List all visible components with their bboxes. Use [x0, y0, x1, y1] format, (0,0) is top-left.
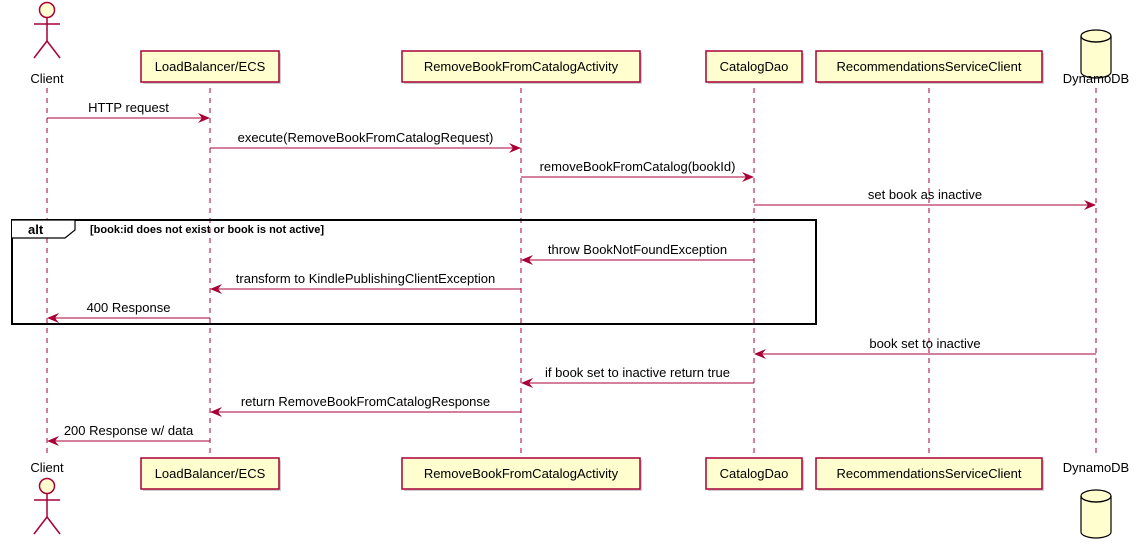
message-label: return RemoveBookFromCatalogResponse: [241, 394, 490, 409]
participant-activity-top[interactable]: RemoveBookFromCatalogActivity: [401, 50, 642, 84]
message-label: HTTP request: [88, 100, 169, 115]
participant-box: [401, 50, 641, 83]
participant-label: RecommendationsServiceClient: [837, 59, 1022, 74]
participant-recs-top[interactable]: RecommendationsServiceClient: [815, 50, 1044, 84]
fragment-tab: [12, 219, 76, 239]
message-8: book set to inactive: [754, 336, 1096, 359]
participant-label: LoadBalancer/ECS: [155, 466, 266, 481]
fragment-keyword: alt: [28, 222, 44, 237]
message-4: set book as inactive: [754, 187, 1096, 210]
participant-label: RemoveBookFromCatalogActivity: [424, 59, 619, 74]
message-7: 400 Response: [47, 300, 210, 323]
database-ddb-bottom[interactable]: DynamoDB: [1063, 460, 1129, 539]
message-label: execute(RemoveBookFromCatalogRequest): [238, 130, 494, 145]
participant-label: DynamoDB: [1063, 460, 1129, 475]
fragment-condition: [book:id does not exist or book is not a…: [90, 224, 324, 236]
participant-box: [401, 457, 641, 490]
participant-box: [705, 457, 803, 490]
actor-client-top[interactable]: Client: [30, 1, 64, 87]
participant-box: [140, 457, 280, 490]
message-label: throw BookNotFoundException: [548, 242, 727, 257]
message-label: transform to KindlePublishingClientExcep…: [236, 271, 495, 286]
fragment-frame: [11, 219, 817, 325]
message-label: book set to inactive: [869, 336, 980, 351]
message-label: if book set to inactive return true: [545, 365, 730, 380]
actor-icon: [38, 477, 56, 495]
message-11: 200 Response w/ data: [47, 423, 210, 446]
actor-icon: [38, 1, 56, 19]
participant-box: [815, 457, 1043, 490]
message-1: HTTP request: [47, 100, 210, 123]
participants-top: Client LoadBalancer/ECS RemoveBookFromCata…: [30, 1, 1129, 87]
message-10: return RemoveBookFromCatalogResponse: [210, 394, 521, 417]
lifelines: [46, 88, 1097, 458]
database-ddb-top[interactable]: DynamoDB: [1063, 29, 1129, 86]
actor-client-bottom[interactable]: Client: [30, 460, 64, 535]
message-label: set book as inactive: [868, 187, 982, 202]
database-icon: [1080, 36, 1112, 79]
participants-bottom: Client LoadBalancer/ECS RemoveBookFromCata…: [30, 457, 1129, 539]
message-2: execute(RemoveBookFromCatalogRequest): [210, 130, 521, 153]
participant-label: CatalogDao: [720, 59, 789, 74]
message-label: removeBookFromCatalog(bookId): [540, 159, 736, 174]
participant-label: LoadBalancer/ECS: [155, 59, 266, 74]
participant-label: RemoveBookFromCatalogActivity: [424, 466, 619, 481]
participant-lb-bottom[interactable]: LoadBalancer/ECS: [140, 457, 281, 491]
participant-label: RecommendationsServiceClient: [837, 466, 1022, 481]
participant-box: [705, 50, 803, 83]
message-9: if book set to inactive return true: [521, 365, 754, 388]
message-6: transform to KindlePublishingClientExcep…: [210, 271, 521, 294]
message-label: 200 Response w/ data: [64, 423, 194, 438]
message-label: 400 Response: [87, 300, 171, 315]
message-5: throw BookNotFoundException: [521, 242, 754, 265]
alt-fragment: alt [book:id does not exist or book is no…: [11, 219, 817, 325]
participant-dao-bottom[interactable]: CatalogDao: [705, 457, 804, 491]
participant-label: Client: [30, 71, 64, 86]
participant-label: Client: [30, 460, 64, 475]
messages: HTTP request execute(RemoveBookFromCatalo…: [47, 100, 1096, 446]
participant-label: CatalogDao: [720, 466, 789, 481]
database-icon: [1080, 496, 1112, 539]
participant-dao-top[interactable]: CatalogDao: [705, 50, 804, 84]
participant-recs-bottom[interactable]: RecommendationsServiceClient: [815, 457, 1044, 491]
participant-box: [815, 50, 1043, 83]
participant-lb-top[interactable]: LoadBalancer/ECS: [140, 50, 281, 84]
message-3: removeBookFromCatalog(bookId): [521, 159, 754, 182]
participant-activity-bottom[interactable]: RemoveBookFromCatalogActivity: [401, 457, 642, 491]
participant-box: [140, 50, 280, 83]
participant-label: DynamoDB: [1063, 71, 1129, 86]
